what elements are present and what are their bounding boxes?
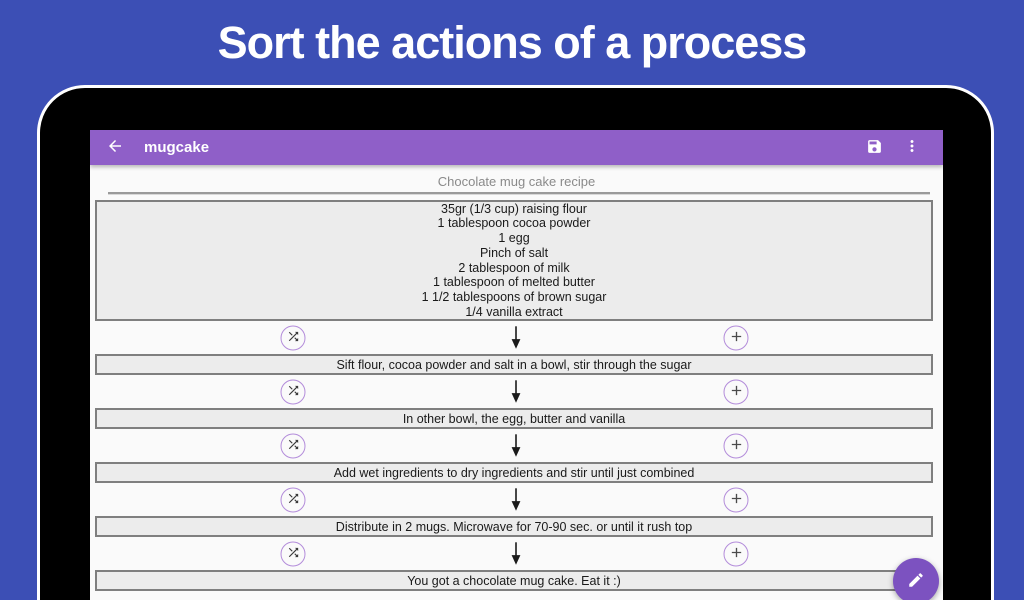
- more-vert-icon: [903, 137, 921, 158]
- add-step-button[interactable]: [723, 541, 749, 566]
- plus-icon: [728, 328, 744, 347]
- step-box[interactable]: In other bowl, the egg, butter and vanil…: [95, 408, 933, 429]
- arrow-left-icon: [106, 137, 124, 158]
- arrow-down-icon: [508, 431, 524, 460]
- arrow-down-icon: [508, 485, 524, 514]
- shuffle-icon: [286, 383, 300, 400]
- shuffle-icon: [286, 491, 300, 508]
- ingredient-line: 1 egg: [498, 231, 530, 246]
- arrow-down-icon: [508, 323, 524, 352]
- app-screen: mugcake Chocolate mug cake recipe 35gr (…: [90, 130, 943, 600]
- ingredient-line: Pinch of salt: [479, 245, 549, 260]
- toolbar: mugcake: [90, 130, 943, 165]
- save-button[interactable]: [861, 135, 887, 161]
- overflow-menu-button[interactable]: [899, 135, 925, 161]
- step-box[interactable]: Sift flour, cocoa powder and salt in a b…: [95, 354, 933, 375]
- back-button[interactable]: [102, 135, 128, 161]
- ingredient-line: 1 tablespoon cocoa powder: [437, 216, 591, 231]
- plus-icon: [728, 382, 744, 401]
- step-box[interactable]: Distribute in 2 mugs. Microwave for 70-9…: [95, 516, 933, 537]
- step-box[interactable]: Add wet ingredients to dry ingredients a…: [95, 462, 933, 483]
- page-title: Sort the actions of a process: [217, 16, 808, 68]
- shuffle-icon: [286, 437, 300, 454]
- step-box[interactable]: You got a chocolate mug cake. Eat it :): [95, 570, 933, 591]
- toolbar-title: mugcake: [144, 139, 210, 156]
- plus-icon: [728, 544, 744, 563]
- shuffle-icon: [286, 329, 300, 346]
- add-step-button[interactable]: [723, 433, 749, 458]
- ingredient-line: 1/4 vanilla extract: [465, 304, 563, 319]
- pencil-icon: [907, 571, 925, 592]
- ingredient-line: 1 1/2 tablespoons of brown sugar: [421, 289, 607, 304]
- shuffle-button[interactable]: [280, 433, 306, 458]
- ingredient-line: 1 tablespoon of melted butter: [433, 275, 595, 290]
- shuffle-button[interactable]: [280, 325, 306, 350]
- shuffle-button[interactable]: [280, 487, 306, 512]
- arrow-down-icon: [508, 377, 524, 406]
- save-icon: [866, 138, 883, 158]
- add-step-button[interactable]: [723, 379, 749, 404]
- add-step-button[interactable]: [723, 487, 749, 512]
- connector-row: [90, 375, 943, 408]
- add-step-button[interactable]: [723, 325, 749, 350]
- connector-row: [90, 429, 943, 462]
- plus-icon: [728, 436, 744, 455]
- arrow-down-icon: [508, 539, 524, 568]
- shuffle-icon: [286, 545, 300, 562]
- connector-row: [90, 321, 943, 354]
- edit-fab[interactable]: [893, 558, 939, 600]
- ingredient-line: 35gr (1/3 cup) raising flour: [441, 201, 587, 216]
- shuffle-button[interactable]: [280, 379, 306, 404]
- connector-row: [90, 537, 943, 570]
- connector-row: [90, 483, 943, 516]
- recipe-title-field[interactable]: Chocolate mug cake recipe: [437, 174, 596, 189]
- plus-icon: [728, 490, 744, 509]
- recipe-title-underline: [108, 192, 930, 194]
- ingredient-line: 2 tablespoon of milk: [458, 260, 570, 275]
- banner: Sort the actions of a process: [0, 0, 1024, 85]
- ingredients-box[interactable]: 35gr (1/3 cup) raising flour 1 tablespoo…: [95, 200, 933, 321]
- shuffle-button[interactable]: [280, 541, 306, 566]
